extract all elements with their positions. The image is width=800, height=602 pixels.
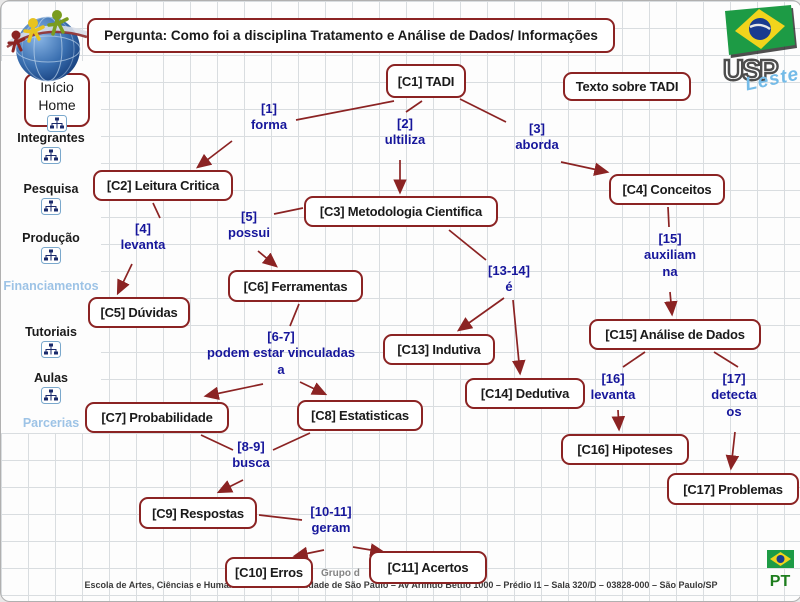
sidebar-item-label: Parcerias (22, 416, 80, 430)
sidebar-item-financiamentos[interactable]: Financiamentos (1, 278, 101, 294)
concept-node-c11[interactable]: [C11] Acertos (369, 551, 487, 584)
cmap-node-icon[interactable] (1, 247, 101, 265)
sidebar-item-pesquisa[interactable]: Pesquisa (1, 181, 101, 216)
brazil-flag-small-icon (766, 550, 794, 568)
group-watermark: Grupo d (321, 568, 360, 579)
language-selector-pt[interactable]: PT (764, 550, 796, 591)
concept-node-c10[interactable]: [C10] Erros (225, 557, 313, 588)
cmap-node-icon[interactable] (1, 341, 101, 359)
sidebar-item-label: Aulas (33, 371, 69, 385)
language-label: PT (769, 573, 791, 590)
cmap-node-icon[interactable] (1, 198, 101, 216)
link-label-10-11: [10-11] geram (310, 504, 352, 536)
concept-node-c6[interactable]: [C6] Ferramentas (228, 270, 363, 302)
concept-node-c4[interactable]: [C4] Conceitos (609, 174, 725, 205)
brazil-flag-icon (725, 5, 797, 58)
link-label-6-7: [6-7] podem estar vinculadas a (206, 329, 356, 377)
cmap-node-icon[interactable] (1, 387, 101, 405)
sidebar-item-label: Integrantes (17, 131, 85, 145)
concept-node-c9[interactable]: [C9] Respostas (139, 497, 257, 529)
sidebar-item-tutoriais[interactable]: Tutoriais (1, 324, 101, 359)
concept-node-c15[interactable]: [C15] Análise de Dados (589, 319, 761, 350)
concept-node-c14[interactable]: [C14] Dedutiva (465, 378, 585, 409)
link-label-2: [2] ultiliza (384, 116, 426, 148)
sidebar-item-label: Pesquisa (23, 182, 79, 196)
usp-logo-text: USP (722, 54, 780, 88)
footer-address: Escola de Artes, Ciências e Humanidades … (84, 580, 718, 590)
cmap-node-icon[interactable] (1, 147, 101, 165)
sidebar-item-label: Produção (22, 231, 80, 245)
link-label-13-14: [13-14] é (488, 263, 530, 295)
sidebar-item-producao[interactable]: Produção (1, 230, 101, 265)
link-label-16: [16] levanta (590, 371, 636, 403)
sidebar-item-parcerias[interactable]: Parcerias (1, 415, 101, 431)
sidebar-item-label: Início Home (38, 79, 76, 114)
globe-logo (3, 1, 91, 90)
concept-node-c5[interactable]: [C5] Dúvidas (88, 297, 190, 328)
link-label-5: [5] possui (228, 209, 270, 241)
link-label-15: [15] auxiliam na (643, 231, 697, 279)
concept-node-c8[interactable]: [C8] Estatisticas (297, 400, 423, 431)
sidebar-item-label: Financiamentos (3, 279, 99, 293)
concept-node-c17[interactable]: [C17] Problemas (667, 473, 799, 505)
sidebar-item-label: Tutoriais (25, 325, 77, 339)
question-banner: Pergunta: Como foi a disciplina Tratamen… (87, 18, 615, 53)
concept-node-c3[interactable]: [C3] Metodologia Cientifica (304, 196, 498, 227)
link-label-1: [1] forma (250, 101, 288, 133)
link-label-3: [3] aborda (515, 121, 559, 153)
link-label-8-9: [8-9] busca (232, 439, 270, 471)
globe-icon (6, 10, 89, 82)
sidebar-item-aulas[interactable]: Aulas (1, 370, 101, 405)
concept-node-c16[interactable]: [C16] Hipoteses (561, 434, 689, 465)
concept-node-c1[interactable]: [C1] TADI (386, 64, 466, 98)
sidebar-item-integrantes[interactable]: Integrantes (1, 130, 101, 165)
link-label-17: [17] detecta os (711, 371, 757, 419)
concept-node-texto[interactable]: Texto sobre TADI (563, 72, 691, 101)
concept-node-c7[interactable]: [C7] Probabilidade (85, 402, 229, 433)
sidebar-item-inicio-home[interactable]: Início Home (24, 73, 90, 133)
usp-leste-logo: USP Leste (715, 3, 800, 99)
link-label-4: [4] levanta (120, 221, 166, 253)
cmap-node-icon[interactable] (26, 115, 88, 133)
concept-node-c13[interactable]: [C13] Indutiva (383, 334, 495, 365)
concept-node-c2[interactable]: [C2] Leitura Critica (93, 170, 233, 201)
